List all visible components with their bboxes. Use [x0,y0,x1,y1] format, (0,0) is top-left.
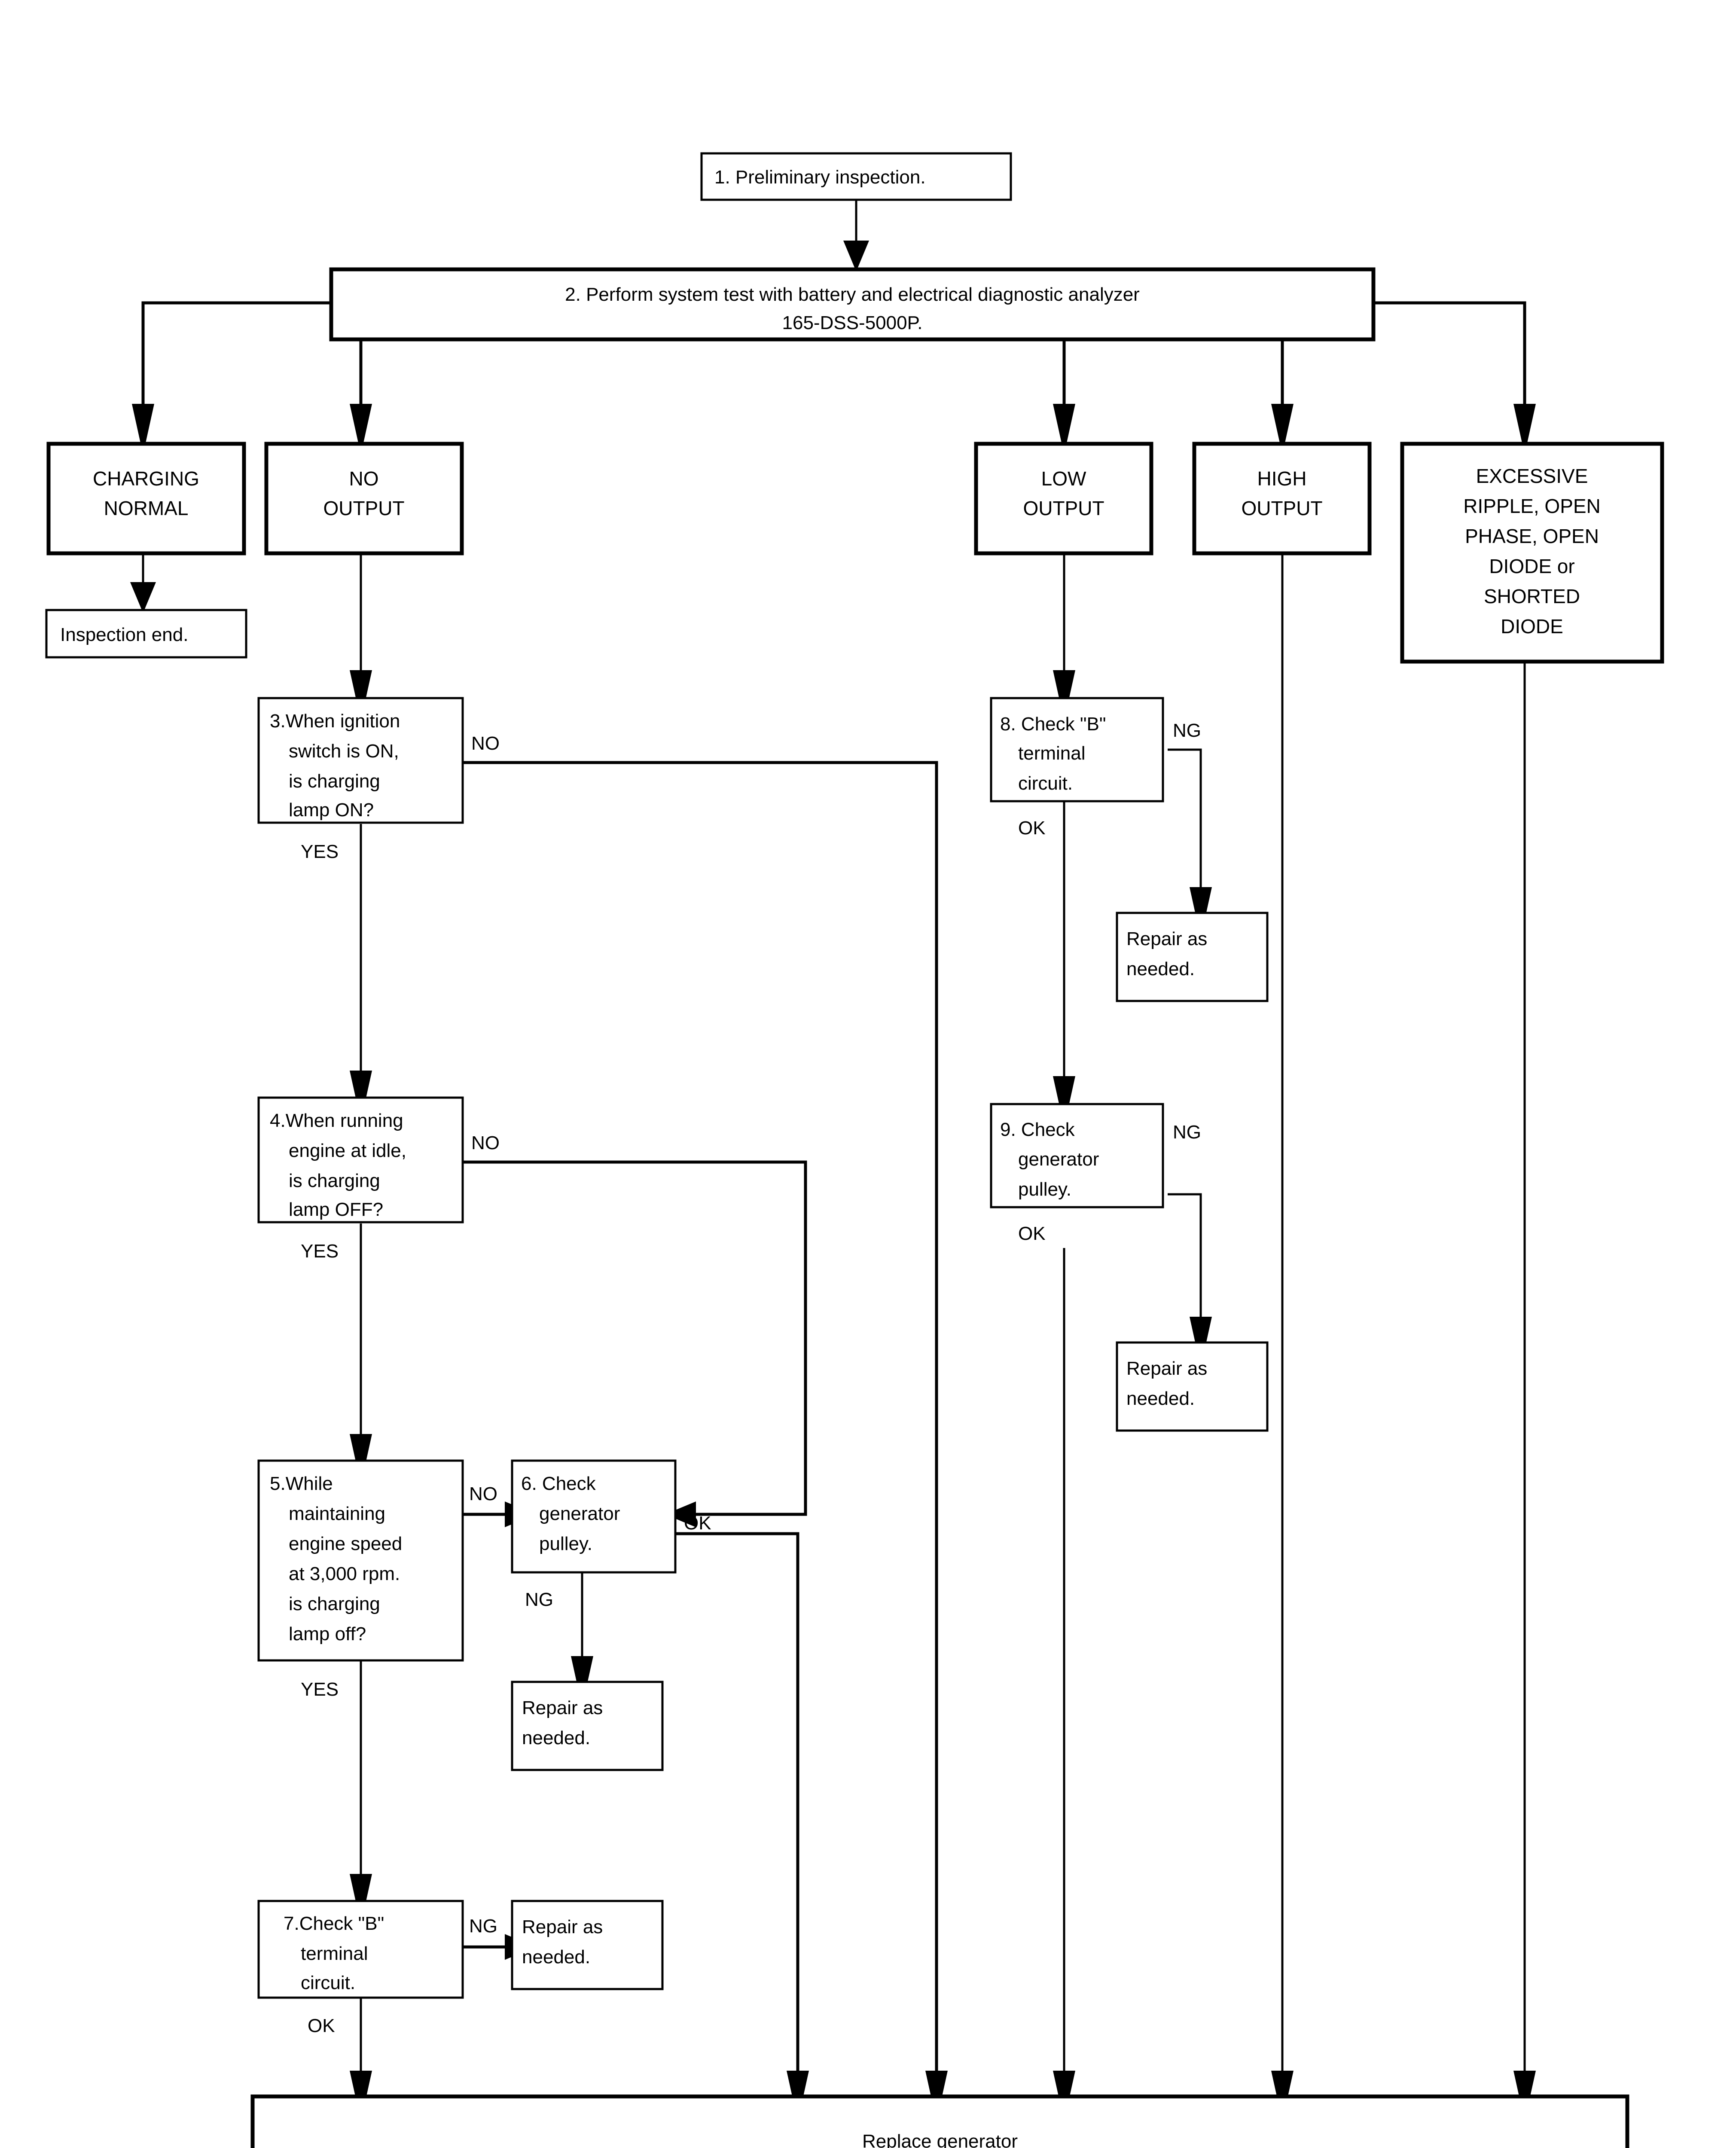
excessive-line-1: RIPPLE, OPEN [1463,495,1601,517]
edge-label-step5-yes: YES [301,1679,339,1700]
repair7-line-0: Repair as [522,1916,603,1937]
repair8-line-1: needed. [1126,958,1195,979]
node-step4[interactable]: 4.When running engine at idle, is chargi… [257,1096,464,1224]
node-step6[interactable]: 6. Check generator pulley. [511,1459,677,1574]
step4-line-1: engine at idle, [289,1140,406,1161]
inspection-end-line-0: Inspection end. [60,624,188,645]
node-repair7[interactable]: Repair as needed. [511,1900,664,1990]
node-repair8[interactable]: Repair as needed. [1116,912,1269,1002]
node-step5[interactable]: 5.While maintaining engine speed at 3,00… [257,1459,464,1662]
repair9-line-0: Repair as [1126,1358,1207,1379]
node-repair6[interactable]: Repair as needed. [511,1681,664,1771]
node-step2[interactable]: 2. Perform system test with battery and … [329,267,1376,342]
no-output-line-1: OUTPUT [323,497,404,519]
edge-label-step7-ok: OK [308,2015,335,2036]
step2-line-1: 165-DSS-5000P. [782,312,923,333]
node-replace-generator[interactable]: Replace generator [250,2094,1629,2148]
replace-generator-line-0: Replace generator [862,2131,1018,2148]
low-output-line-0: LOW [1041,467,1086,490]
repair6-line-1: needed. [522,1727,590,1748]
step4-line-0: 4.When running [270,1110,403,1131]
node-high-output[interactable]: HIGH OUTPUT [1192,442,1372,555]
step8-line-1: terminal [1018,743,1086,764]
repair8-line-0: Repair as [1126,928,1207,949]
repair9-line-1: needed. [1126,1388,1195,1409]
edge-label-step5-no: NO [469,1483,497,1504]
node-low-output[interactable]: LOW OUTPUT [974,442,1153,555]
connector-layer [130,200,1536,2121]
repair7-line-1: needed. [522,1947,590,1968]
edge-label-step6-ok: OK [684,1513,711,1534]
high-output-line-0: HIGH [1257,467,1307,490]
edge-label-step4-yes: YES [301,1241,339,1262]
excessive-line-5: DIODE [1501,615,1563,638]
step3-line-2: is charging [289,771,380,792]
step3-line-3: lamp ON? [289,799,374,821]
node-excessive[interactable]: EXCESSIVE RIPPLE, OPEN PHASE, OPEN DIODE… [1400,442,1664,664]
step6-line-2: pulley. [539,1533,592,1554]
step5-line-4: is charging [289,1593,380,1614]
charging-normal-line-0: CHARGING [93,467,199,490]
no-output-line-0: NO [349,467,379,490]
excessive-line-3: DIODE or [1489,555,1574,577]
step5-line-3: at 3,000 rpm. [289,1563,400,1584]
node-no-output[interactable]: NO OUTPUT [264,442,464,555]
node-step1[interactable]: 1. Preliminary inspection. [700,152,1012,201]
charging-normal-line-1: NORMAL [104,497,189,519]
edge-label-step8-ok: OK [1018,818,1046,839]
low-output-line-1: OUTPUT [1023,497,1104,519]
node-step7[interactable]: 7.Check "B" terminal circuit. [257,1900,464,1999]
edge-label-step8-ng: NG [1173,720,1201,741]
repair6-line-0: Repair as [522,1697,603,1718]
edge-label-step9-ok: OK [1018,1223,1046,1244]
high-output-line-1: OUTPUT [1241,497,1322,519]
node-repair9[interactable]: Repair as needed. [1116,1341,1269,1432]
node-step8[interactable]: 8. Check "B" terminal circuit. [990,697,1164,802]
step5-line-5: lamp off? [289,1623,366,1645]
step7-line-0: 7.Check "B" [284,1913,384,1934]
step2-line-0: 2. Perform system test with battery and … [565,284,1140,305]
step5-line-2: engine speed [289,1533,402,1554]
step9-line-2: pulley. [1018,1179,1071,1200]
node-inspection-end[interactable]: Inspection end. [45,609,247,659]
excessive-line-0: EXCESSIVE [1476,465,1588,487]
step4-line-3: lamp OFF? [289,1199,383,1220]
edge-label-step3-yes: YES [301,841,339,862]
excessive-line-4: SHORTED [1484,585,1580,607]
step9-line-1: generator [1018,1149,1099,1170]
step5-line-0: 5.While [270,1473,333,1494]
edge-label-step6-ng: NG [525,1589,553,1610]
edge-label-step9-ng: NG [1173,1122,1201,1143]
step4-line-2: is charging [289,1170,380,1191]
step8-line-0: 8. Check "B" [1000,714,1106,735]
step7-line-2: circuit. [301,1972,355,1993]
node-charging-normal[interactable]: CHARGING NORMAL [46,442,246,555]
node-step3[interactable]: 3.When ignition switch is ON, is chargin… [257,697,464,824]
excessive-line-2: PHASE, OPEN [1465,525,1599,547]
step5-line-1: maintaining [289,1503,385,1524]
step1-line-0: 1. Preliminary inspection. [714,167,926,188]
step3-line-0: 3.When ignition [270,711,400,732]
step6-line-1: generator [539,1503,620,1524]
edge-label-step4-no: NO [471,1132,500,1153]
step7-line-1: terminal [301,1943,368,1964]
step6-line-0: 6. Check [521,1473,596,1494]
edge-label-step7-ng: NG [469,1916,497,1937]
edge-label-step3-no: NO [471,733,500,754]
step3-line-1: switch is ON, [289,741,399,762]
step9-line-0: 9. Check [1000,1119,1075,1140]
node-step9[interactable]: 9. Check generator pulley. [990,1103,1164,1208]
step8-line-2: circuit. [1018,773,1073,794]
